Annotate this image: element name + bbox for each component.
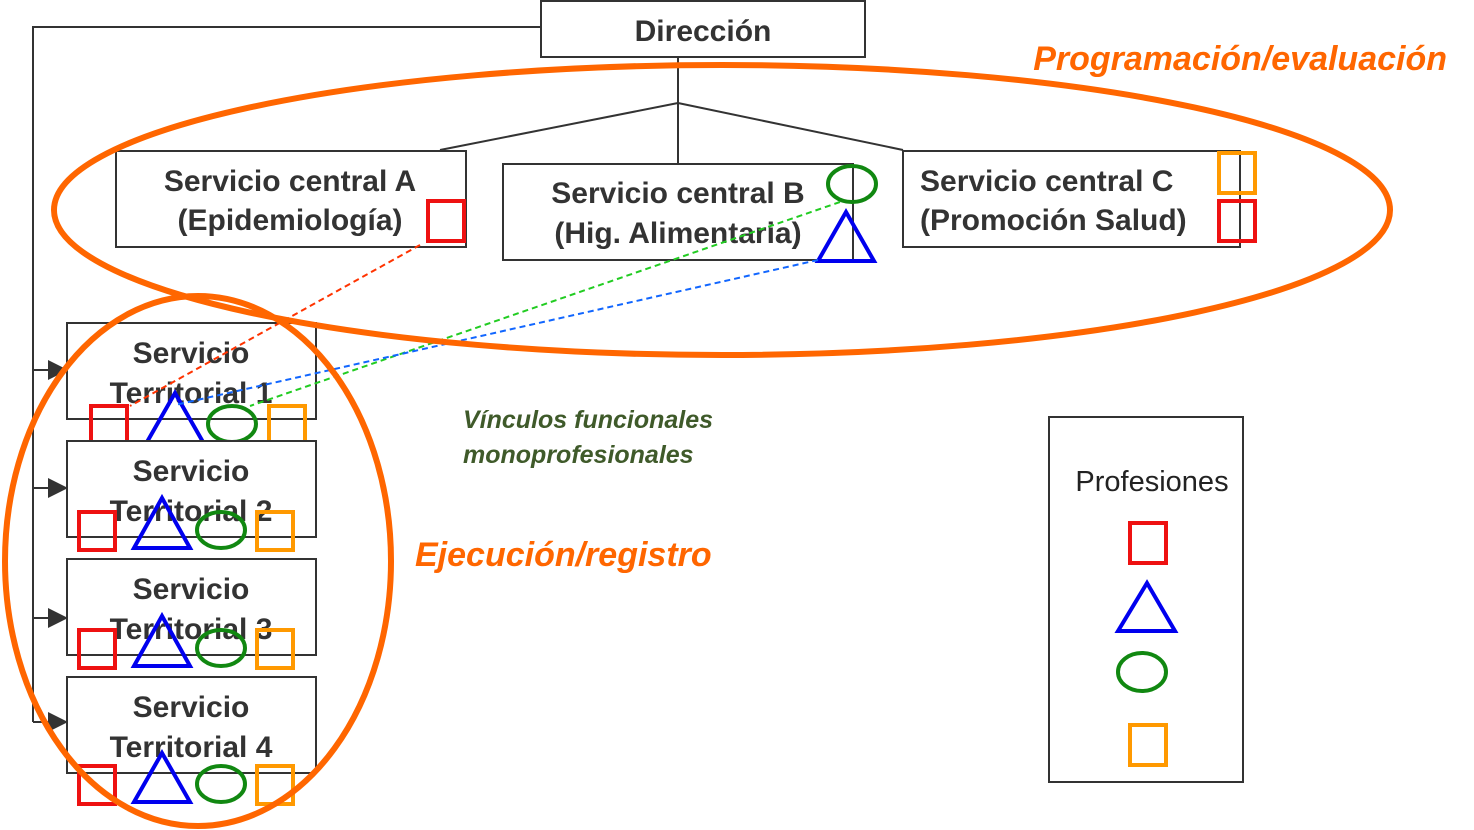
territorial-4-subtitle: Territorial 4 <box>110 731 273 764</box>
central-service-a: Servicio central A (Epidemiología) <box>115 150 467 248</box>
orange-square-icon <box>255 510 295 552</box>
green-ellipse-icon <box>195 510 247 550</box>
central-service-c: Servicio central C (Promoción Salud) <box>902 150 1257 248</box>
central-service-b: Servicio central B (Hig. Alimentaria) <box>502 163 878 263</box>
green-ellipse-icon <box>195 764 247 804</box>
territorial-service-2: Servicio Territorial 2 <box>66 440 317 552</box>
territorial-2-subtitle: Territorial 2 <box>110 495 273 528</box>
territorial-service-4: Servicio Territorial 4 <box>66 676 317 806</box>
central-b-subtitle: (Hig. Alimentaria) <box>554 217 801 250</box>
programming-label: Programación/evaluación <box>1033 40 1447 78</box>
orange-square-icon <box>1217 151 1257 195</box>
programming-ellipse <box>51 62 1393 358</box>
blue-triangle-icon <box>814 207 878 263</box>
central-c-subtitle: (Promoción Salud) <box>920 204 1187 237</box>
central-a-subtitle: (Epidemiología) <box>178 204 403 237</box>
red-square-icon <box>77 628 117 670</box>
red-square-icon <box>77 510 117 552</box>
orange-square-icon <box>255 628 295 670</box>
blue-triangle-icon <box>1114 579 1179 633</box>
central-a-title: Servicio central A <box>164 165 416 198</box>
green-ellipse-icon <box>826 164 878 204</box>
links-label-line2: monoprofesionales <box>463 441 694 469</box>
legend: Profesiones <box>1048 416 1244 783</box>
blue-triangle-icon <box>130 493 194 550</box>
central-c-title: Servicio central C <box>920 165 1173 198</box>
territorial-3-title: Servicio <box>133 573 250 606</box>
territorial-1-title: Servicio <box>133 337 250 370</box>
territorial-service-3: Servicio Territorial 3 <box>66 558 317 670</box>
blue-triangle-icon <box>130 748 194 804</box>
connectors <box>32 26 904 732</box>
red-square-icon <box>1128 521 1168 565</box>
red-link-line <box>129 244 421 407</box>
blue-triangle-icon <box>130 611 194 668</box>
execution-label: Ejecución/registro <box>415 536 712 574</box>
central-b-title: Servicio central B <box>551 177 804 210</box>
red-square-icon <box>77 764 117 806</box>
red-square-icon <box>426 199 466 243</box>
red-square-icon <box>1217 199 1257 243</box>
territorial-service-1: Servicio Territorial 1 <box>66 322 317 446</box>
functional-links <box>129 201 841 407</box>
green-ellipse-icon <box>195 628 247 668</box>
territorial-1-subtitle: Territorial 1 <box>110 377 273 410</box>
legend-title: Profesiones <box>1075 466 1228 498</box>
links-label-line1: Vínculos funcionales <box>463 406 713 434</box>
execution-ellipse <box>2 293 394 829</box>
territorial-2-title: Servicio <box>133 455 250 488</box>
direction-label: Dirección <box>635 15 772 48</box>
orange-square-icon <box>1128 723 1168 767</box>
territorial-4-title: Servicio <box>133 691 250 724</box>
territorial-3-subtitle: Territorial 3 <box>110 613 273 646</box>
direction-box: Dirección <box>540 0 866 58</box>
green-ellipse-icon <box>1116 651 1168 693</box>
green-link-line <box>249 201 841 407</box>
